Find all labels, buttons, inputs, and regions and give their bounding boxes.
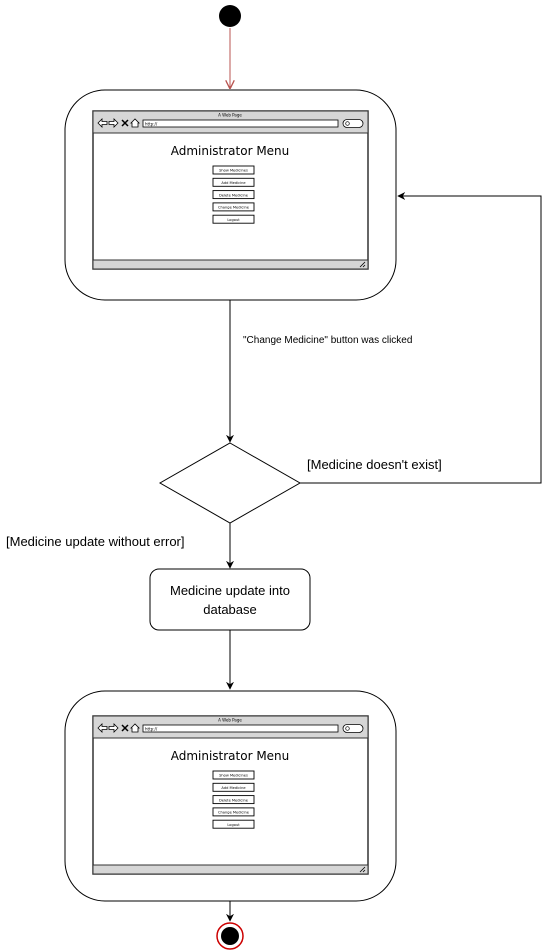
back-arrow-icon: [97, 723, 108, 733]
mockup-button-label-1: Add Medicine: [221, 786, 246, 790]
end-node: [216, 922, 244, 950]
mockup-button-label-0: Show Medicines: [219, 774, 248, 778]
mockup-button-3: [212, 807, 255, 817]
mockup-button-label-3: Change Medicine: [218, 811, 250, 815]
mockup-button-label-4: Logout: [227, 823, 240, 827]
mockup-button-label-3: Change Medicine: [218, 206, 250, 210]
close-icon: [121, 724, 129, 732]
state-admin-menu-bottom: A Web Page http:// Administrator Menu Sh…: [64, 690, 397, 902]
close-icon: [121, 119, 129, 127]
web-mockup-bottom: A Web Page http:// Administrator Menu Sh…: [92, 715, 369, 875]
home-icon: [130, 118, 140, 128]
window-title: A Web Page: [218, 113, 242, 118]
edge-label-doesnt-exist: [Medicine doesn't exist]: [307, 457, 442, 472]
window-title: A Web Page: [218, 718, 242, 723]
mockup-button-0: [212, 770, 255, 780]
mockup-button-label-1: Add Medicine: [221, 181, 246, 185]
mockup-button-label-4: Logout: [227, 218, 240, 222]
url-field: [142, 724, 339, 733]
mockup-button-label-2: Delete Medicine: [219, 798, 249, 802]
web-mockup-top: A Web Page http:// Administrator Menu Sh…: [92, 110, 369, 270]
edge-label-update-ok: [Medicine update without error]: [6, 534, 184, 549]
action-update-database: [149, 568, 311, 631]
mockup-button-2: [212, 795, 255, 805]
search-icon: [345, 726, 350, 731]
mockup-button-0: [212, 165, 255, 175]
mockup-button-1: [212, 177, 255, 187]
back-arrow-icon: [97, 118, 108, 128]
url-text: http://: [145, 122, 158, 127]
url-text: http://: [145, 727, 158, 732]
forward-arrow-icon: [108, 118, 119, 128]
url-field: [142, 119, 339, 128]
mockup-button-3: [212, 202, 255, 212]
mockup-heading: Administrator Menu: [171, 144, 290, 158]
decision-node: [158, 442, 302, 524]
home-icon: [130, 723, 140, 733]
mockup-button-label-0: Show Medicines: [219, 169, 248, 173]
search-icon: [345, 121, 350, 126]
edge-decision-loop-back: [300, 192, 542, 484]
action-text-line2: database: [203, 602, 257, 617]
mockup-heading: Administrator Menu: [171, 749, 290, 763]
edge-label-change-clicked: "Change Medicine" button was clicked: [243, 335, 412, 346]
mockup-button-4: [212, 214, 255, 224]
resize-icon: [359, 866, 366, 873]
mockup-button-2: [212, 190, 255, 200]
action-text-line1: Medicine update into: [170, 583, 290, 598]
resize-icon: [359, 261, 366, 268]
forward-arrow-icon: [108, 723, 119, 733]
mockup-button-4: [212, 819, 255, 829]
start-node: [219, 5, 241, 27]
mockup-button-label-2: Delete Medicine: [219, 193, 249, 197]
state-admin-menu-top: A Web Page http:// Administrator Menu Sh…: [64, 89, 397, 301]
mockup-button-1: [212, 782, 255, 792]
